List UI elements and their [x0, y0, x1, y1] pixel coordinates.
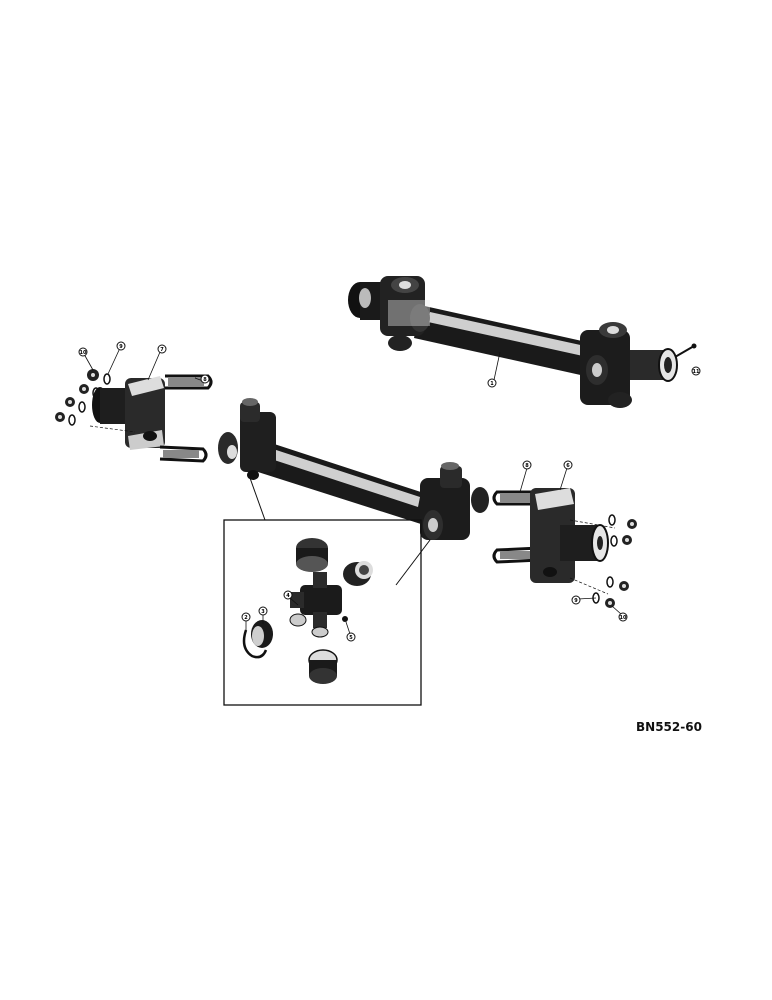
lower-shaft-assembly — [218, 398, 489, 586]
callout-8-left: 8 — [203, 377, 207, 383]
callout-1: 1 — [490, 381, 494, 387]
callout-2: 2 — [244, 615, 248, 621]
right-yoke-exploded — [492, 488, 637, 608]
callout-6: 6 — [566, 463, 570, 469]
left-yoke-exploded — [55, 369, 213, 463]
callout-9-left: 9 — [119, 344, 123, 350]
callout-5: 5 — [349, 635, 353, 641]
callout-9-right: 9 — [574, 598, 578, 604]
callout-11: 11 — [693, 369, 700, 375]
drawing-id-label: BN552-60 — [636, 720, 702, 734]
callout-10-right: 10 — [620, 615, 627, 621]
callout-10-left: 10 — [80, 350, 87, 356]
cross-bearing-inset — [223, 519, 422, 706]
callout-7: 7 — [160, 347, 164, 353]
callout-8-right: 8 — [525, 463, 529, 469]
upper-shaft-assembly — [348, 276, 697, 408]
callout-4: 4 — [286, 593, 290, 599]
callouts: 1 11 10 9 7 8 8 6 9 10 — [78, 341, 701, 642]
callout-3: 3 — [261, 609, 265, 615]
